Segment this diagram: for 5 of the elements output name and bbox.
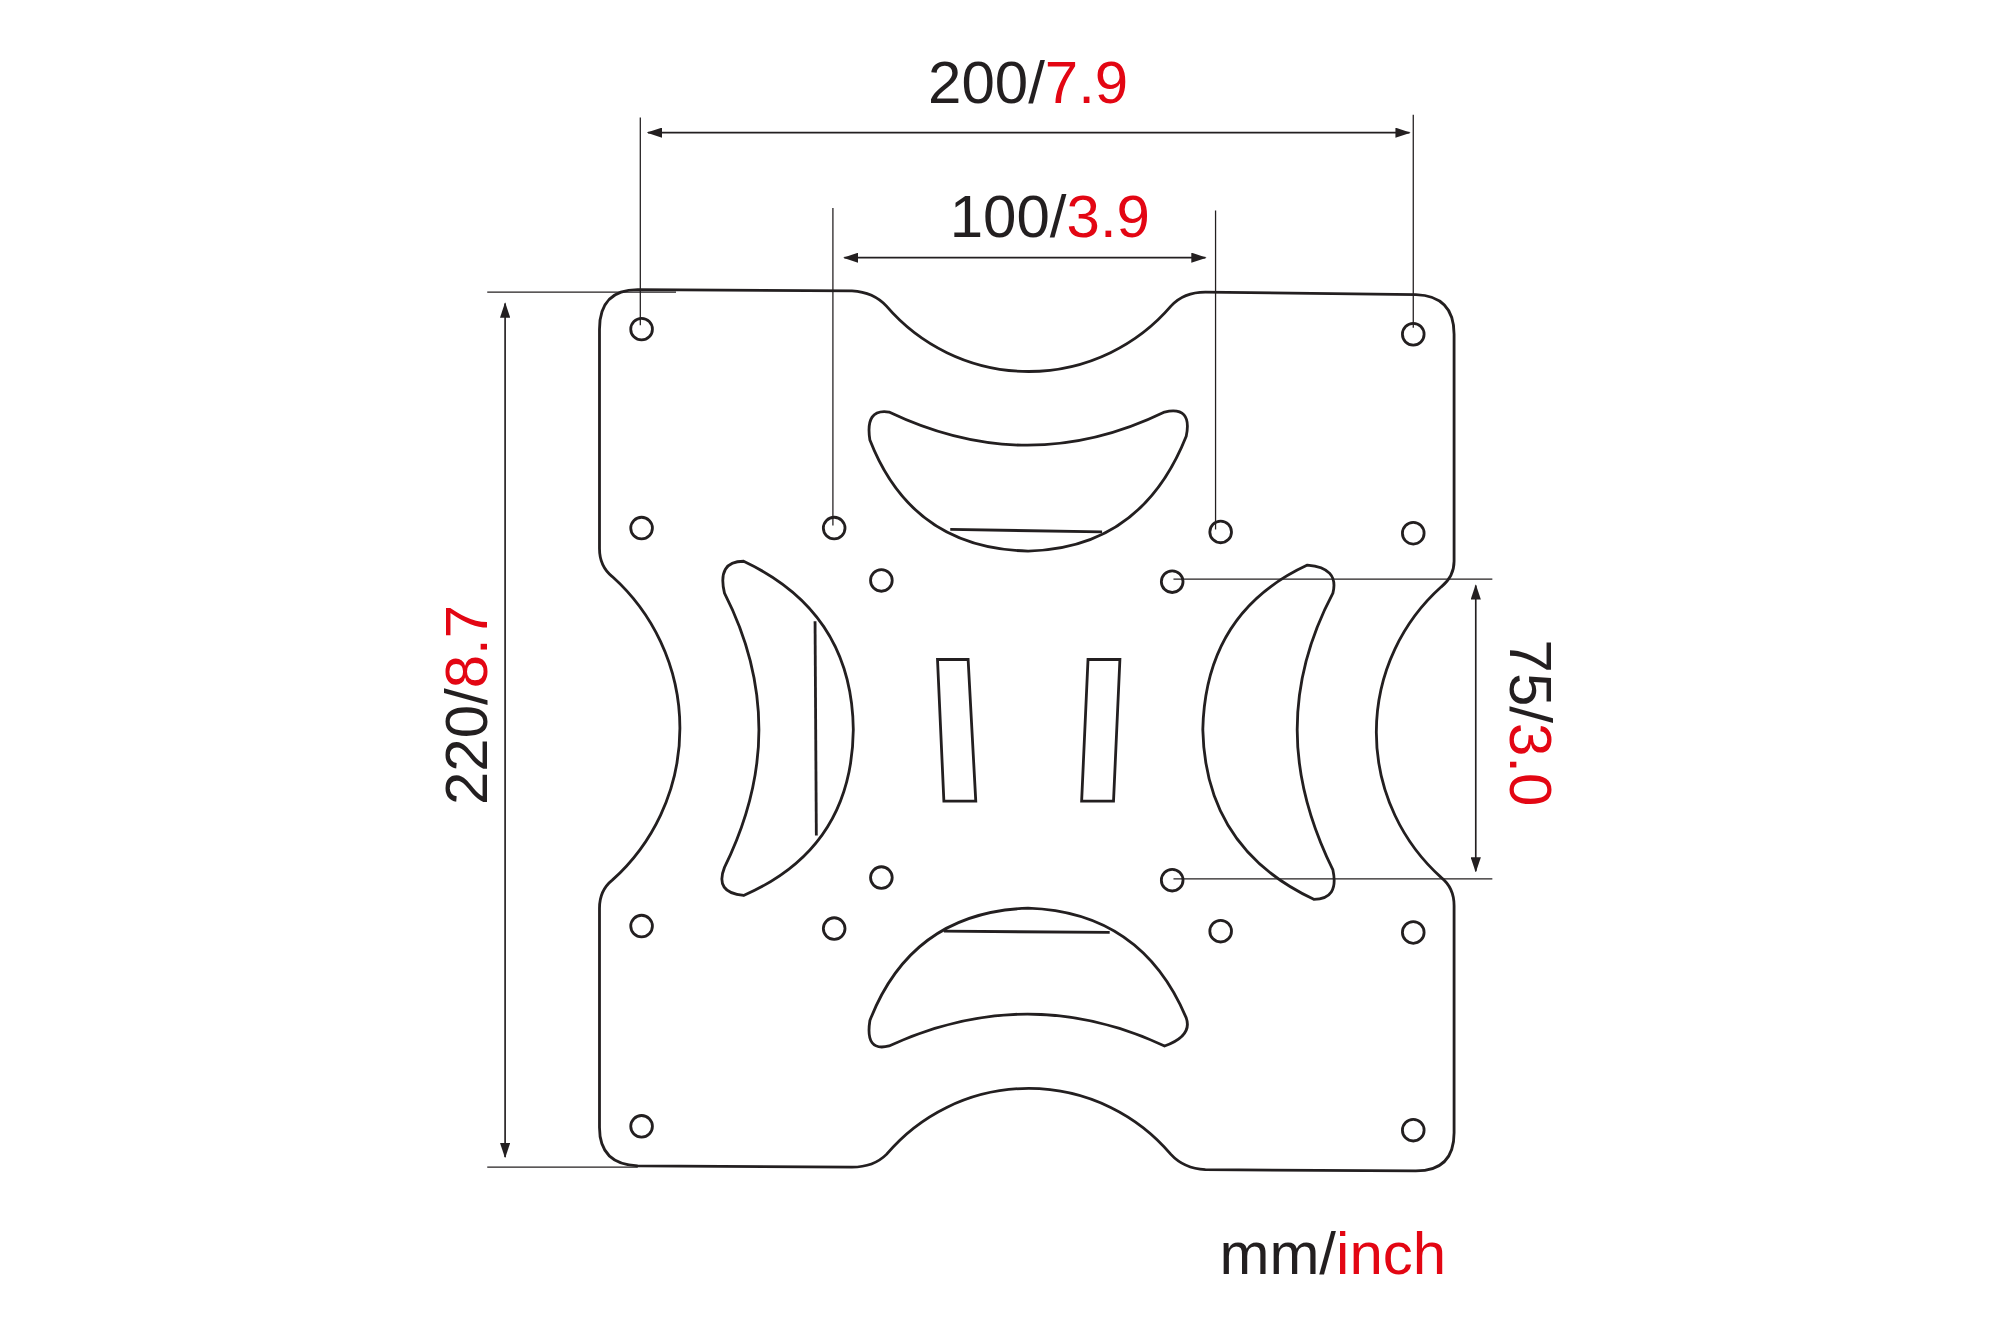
unit-label: mm/inch	[1219, 1223, 1447, 1284]
dimension-label: 220/8.7	[436, 605, 497, 806]
dimension-label: 100/3.9	[949, 186, 1150, 247]
dimension-label: 200/7.9	[928, 52, 1129, 113]
dimension-label: 75/3.0	[1500, 639, 1561, 807]
